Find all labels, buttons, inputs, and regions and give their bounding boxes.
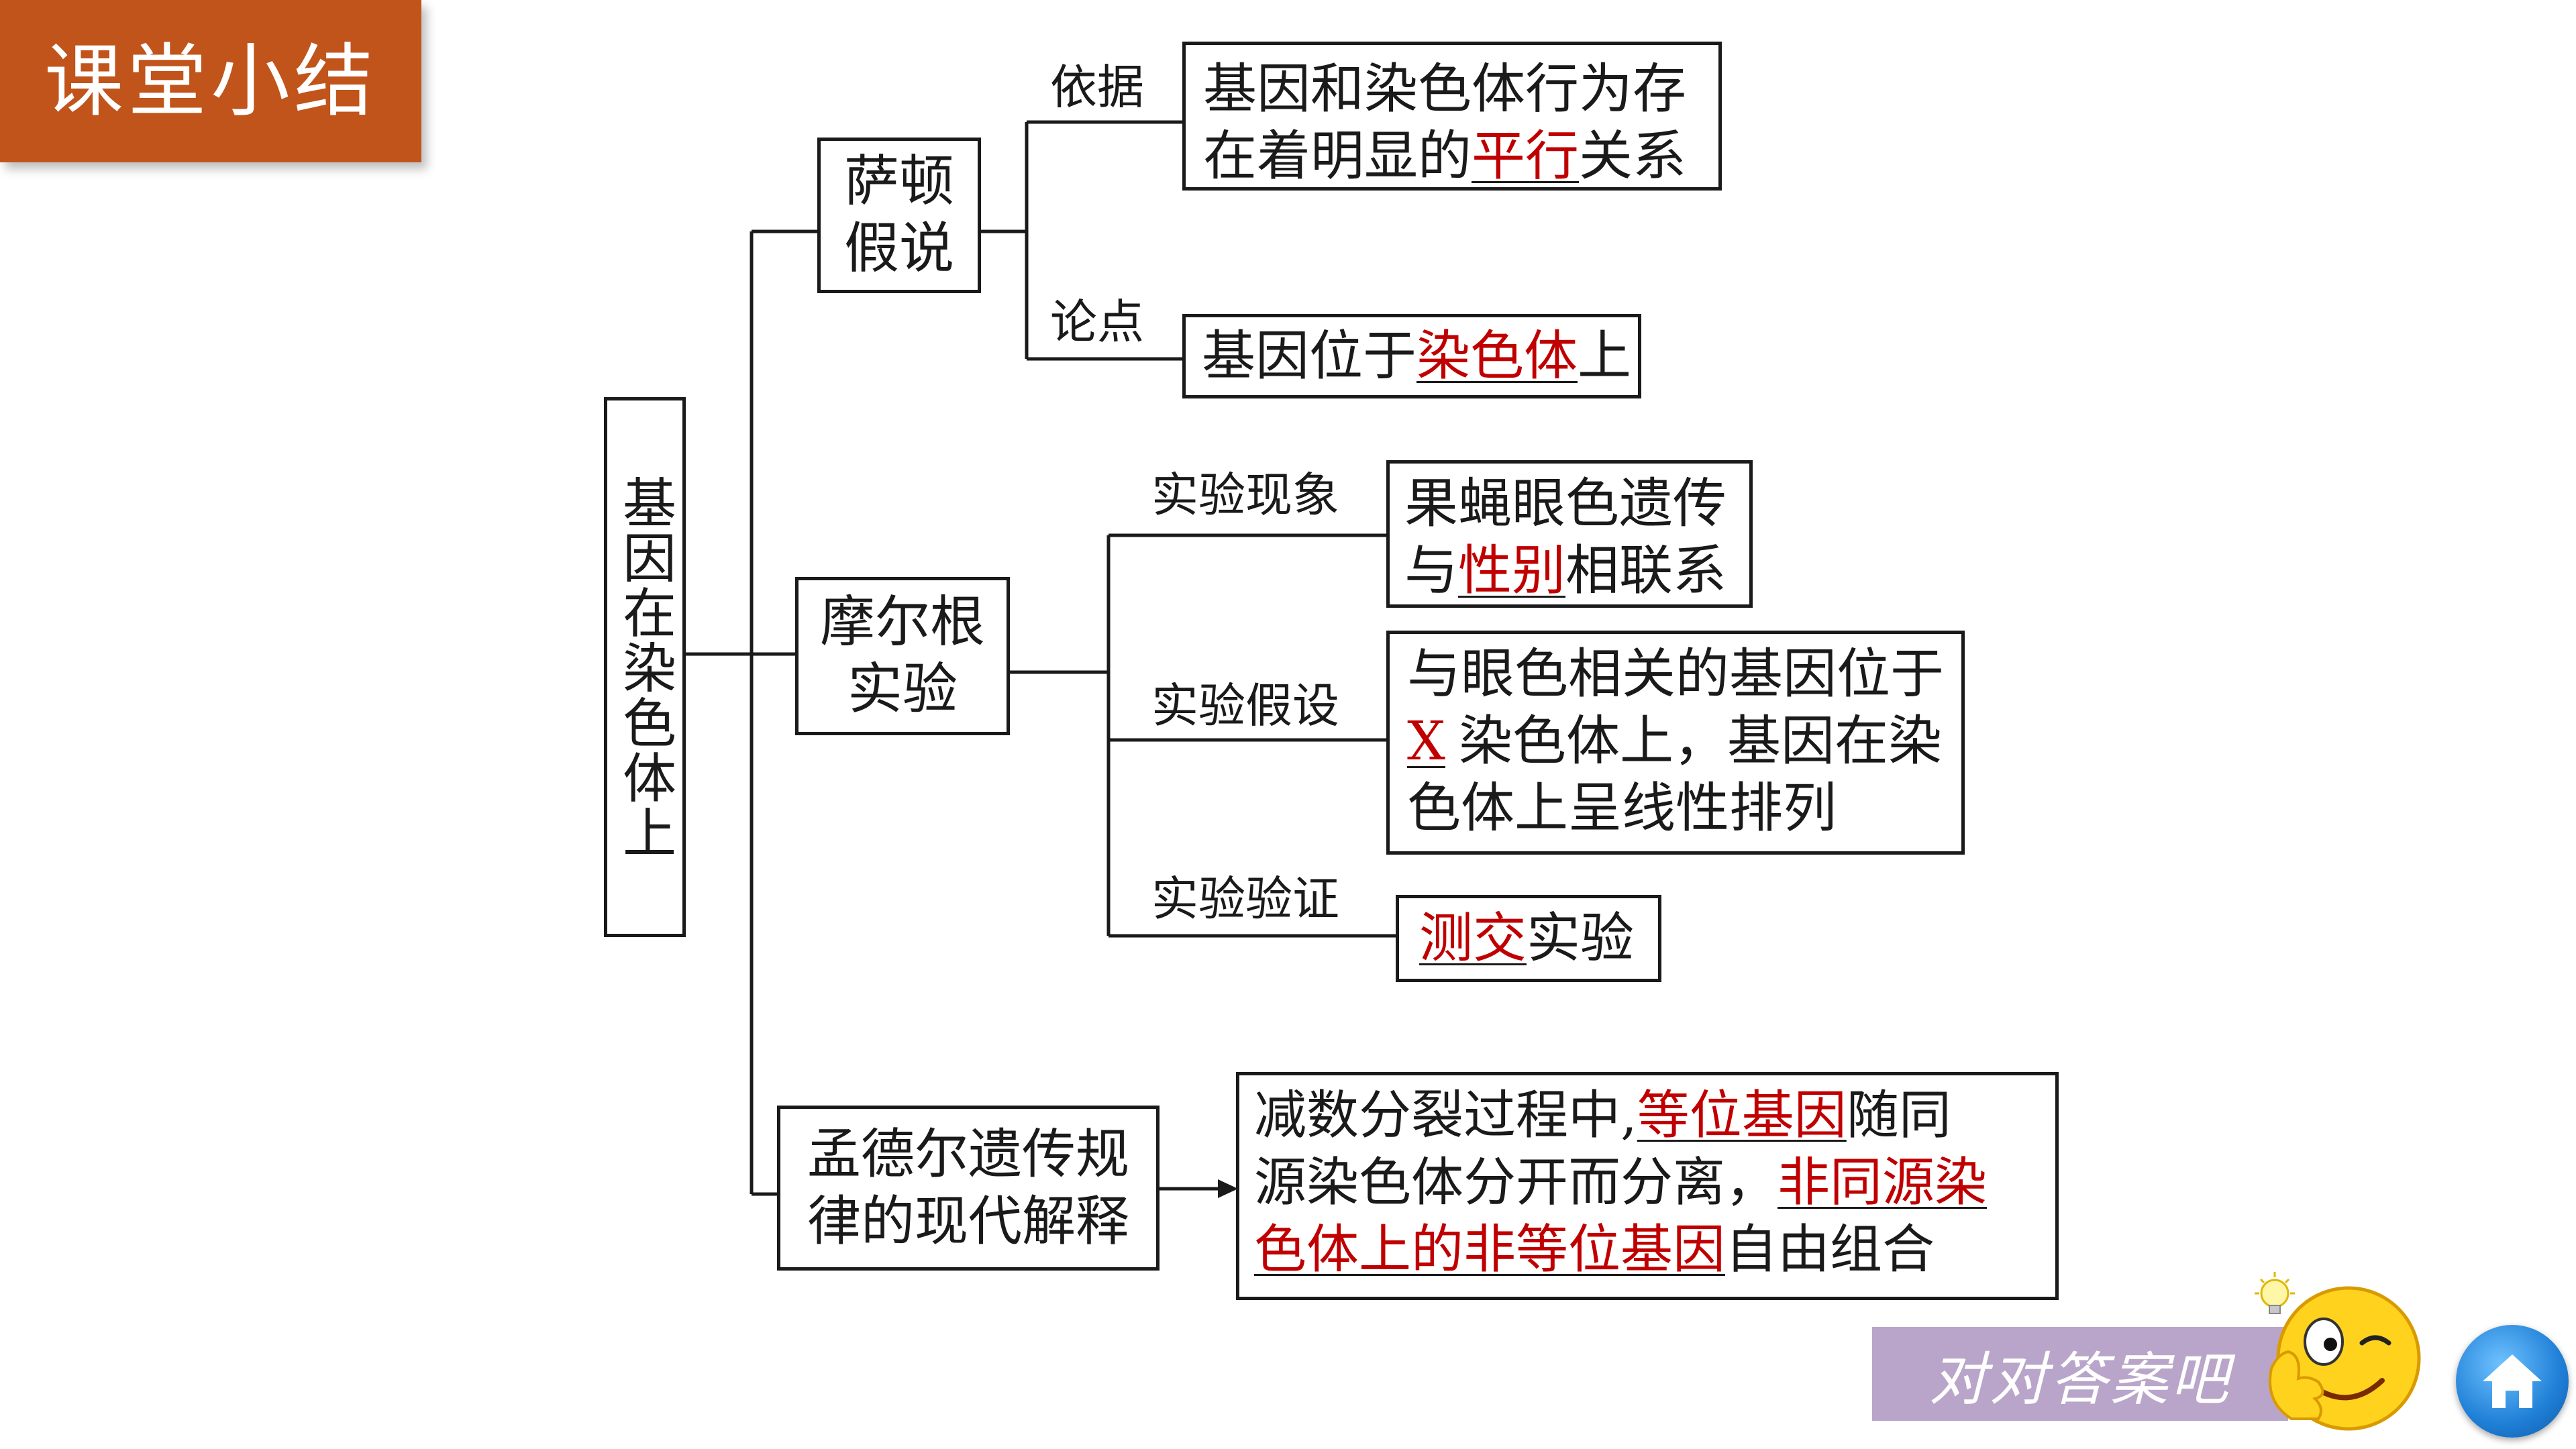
phenomenon-answer: 性别 (1458, 539, 1565, 602)
hypothesis-label: 实验假设 (1151, 678, 1339, 733)
hypothesis-line2-post: 染色体上，基因在染 (1458, 710, 1942, 772)
sutton-hypothesis-box: 萨顿 假说 (817, 138, 981, 293)
verify-post: 实验 (1527, 907, 1634, 969)
mendel-title-line1: 孟德尔遗传规 (807, 1123, 1129, 1185)
basis-line2-post: 关系 (1579, 125, 1686, 187)
morgan-title-line2: 实验 (847, 657, 958, 721)
smiley-lightbulb-icon[interactable] (2245, 1268, 2426, 1442)
explain-answer-alleles: 等位基因 (1637, 1085, 1847, 1146)
sutton-title-line2: 假说 (843, 217, 954, 280)
basis-line1: 基因和染色体行为存 (1203, 58, 1686, 120)
section-title: 课堂小结 (0, 0, 421, 162)
morgan-experiment-box: 摩尔根 实验 (795, 577, 1010, 735)
phenomenon-line2: 与性别相联系 (1404, 537, 1735, 604)
point-box: 基因位于染色体上 (1182, 314, 1641, 398)
phenomenon-box: 果蝇眼色遗传 与性别相联系 (1386, 460, 1753, 608)
explain-line3-post: 自由组合 (1725, 1220, 1935, 1280)
point-post: 上 (1578, 325, 1631, 387)
phenomenon-line2-post: 相联系 (1565, 539, 1727, 602)
mendel-explanation-box: 孟德尔遗传规 律的现代解释 (777, 1106, 1160, 1271)
home-icon (2483, 1354, 2542, 1408)
mendel-title-line2: 律的现代解释 (807, 1190, 1129, 1252)
explain-answer-nonhomologous: 非同源染 (1778, 1152, 1988, 1213)
explain-line1-post: 随同 (1846, 1085, 1951, 1146)
hypothesis-answer: X (1407, 710, 1445, 772)
point-label: 论点 (1050, 294, 1144, 350)
root-topic-box: 基因在染色体上 (604, 397, 686, 937)
root-topic-text: 基因在染色体上 (614, 474, 676, 860)
explain-line3: 色体上的非等位基因自由组合 (1254, 1216, 2041, 1283)
point-answer: 染色体 (1416, 325, 1578, 387)
phenomenon-label: 实验现象 (1151, 468, 1339, 523)
check-answers-button[interactable]: 对对答案吧 (1872, 1327, 2288, 1421)
explain-answer-nonalleles: 色体上的非等位基因 (1254, 1220, 1726, 1280)
home-button[interactable] (2456, 1325, 2569, 1438)
verify-box: 测交实验 (1396, 895, 1661, 982)
basis-line2-pre: 在着明显的 (1203, 125, 1472, 187)
basis-answer: 平行 (1472, 125, 1579, 187)
morgan-title-line1: 摩尔根 (819, 590, 985, 654)
point-pre: 基因位于 (1202, 325, 1416, 387)
verify-answer: 测交 (1419, 907, 1527, 969)
verify-label: 实验验证 (1151, 871, 1339, 926)
basis-label: 依据 (1050, 60, 1144, 115)
explain-line2-pre: 源染色体分开而分离， (1254, 1152, 1778, 1213)
hypothesis-line1: 与眼色相关的基因位于 (1407, 643, 1944, 705)
phenomenon-line1: 果蝇眼色遗传 (1404, 472, 1727, 535)
basis-line2: 在着明显的平行关系 (1203, 123, 1701, 190)
hypothesis-line3: 色体上呈线性排列 (1407, 777, 1837, 839)
explain-line1-pre: 减数分裂过程中, (1254, 1085, 1637, 1146)
explain-line1: 减数分裂过程中,等位基因随同 (1254, 1082, 2041, 1149)
modern-explanation-box: 减数分裂过程中,等位基因随同 源染色体分开而分离，非同源染 色体上的非等位基因自… (1236, 1072, 2059, 1300)
explain-line2: 源染色体分开而分离，非同源染 (1254, 1149, 2041, 1216)
basis-box: 基因和染色体行为存 在着明显的平行关系 (1182, 42, 1722, 191)
sutton-title-line1: 萨顿 (843, 150, 954, 213)
phenomenon-line2-pre: 与 (1404, 539, 1458, 602)
